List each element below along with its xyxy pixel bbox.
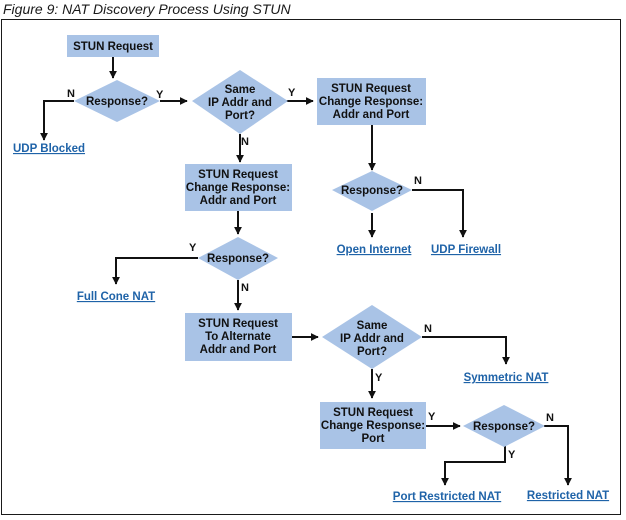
node-text: Response? [86,96,148,108]
node-text: Port? [357,346,387,358]
label-change-port-yes: Y [428,411,436,423]
node-response-3: Response? [198,237,278,280]
node-text: Addr and Port [200,195,277,207]
node-text: Same [357,320,388,332]
result-udp-blocked[interactable]: UDP Blocked [13,143,85,155]
node-text: Change Response: [186,182,290,194]
node-text: STUN Request [198,318,278,330]
label-response4-yes: Y [508,449,516,461]
result-full-cone-nat[interactable]: Full Cone NAT [77,291,155,303]
node-text: Addr and Port [200,344,277,356]
figure-caption: Figure 9: NAT Discovery Process Using ST… [3,1,291,17]
node-text: Change Response: [319,96,423,108]
label-sameip2-yes: Y [375,372,383,384]
outcomes: UDP Blocked Open Internet UDP Firewall F… [13,143,609,503]
label-sameip1-no: N [241,136,249,148]
node-text: STUN Request [333,407,413,419]
node-response-4: Response? [463,405,545,447]
node-text: Response? [473,421,535,433]
label-sameip2-no: N [424,323,432,335]
node-text: Port [362,433,385,445]
result-port-restricted-nat[interactable]: Port Restricted NAT [393,491,501,503]
label-response2-no: N [414,175,422,187]
result-restricted-nat[interactable]: Restricted NAT [527,490,609,502]
node-text: Change Response: [321,420,425,432]
result-symmetric-nat[interactable]: Symmetric NAT [464,372,549,384]
edge-response3-yes [112,257,198,285]
label-response1-yes: Y [156,89,164,101]
edge-labels: N Y Y N N Y N N Y Y N Y [67,87,554,461]
edge-response2-no [412,189,467,238]
edge-response4-no [544,425,572,486]
edge-response4-yes [441,446,506,486]
node-text: Same [225,84,256,96]
node-text: Addr and Port [333,109,410,121]
node-change-addr-port-mid: STUN Request Change Response: Addr and P… [185,164,292,211]
edge-response1-no [40,100,74,141]
node-text: Response? [207,253,269,265]
connectors [40,57,572,486]
label-response4-no: N [546,412,554,424]
label-sameip1-yes: Y [288,87,296,99]
node-stun-request: STUN Request [67,35,159,57]
node-response-2: Response? [332,171,412,211]
node-text: STUN Request [73,41,153,53]
label-response3-no: N [241,282,249,294]
diagram-frame [1,19,621,515]
node-text: Response? [341,185,403,197]
node-same-ip-1: Same IP Addr and Port? [192,70,288,134]
result-udp-firewall[interactable]: UDP Firewall [431,244,501,256]
node-text: IP Addr and [208,97,272,109]
node-text: IP Addr and [340,333,404,345]
node-same-ip-2: Same IP Addr and Port? [322,305,422,369]
label-response3-yes: Y [189,242,197,254]
node-change-addr-port-top: STUN Request Change Response: Addr and P… [317,78,426,125]
label-response1-no: N [67,88,75,100]
node-response-1: Response? [74,80,160,122]
edge-sameip2-no [422,336,510,365]
node-text: To Alternate [205,331,271,343]
node-text: STUN Request [331,83,411,95]
result-open-internet[interactable]: Open Internet [337,244,412,256]
node-text: STUN Request [198,169,278,181]
node-alternate: STUN Request To Alternate Addr and Port [185,313,292,361]
node-change-port: STUN Request Change Response: Port [320,402,426,449]
node-text: Port? [225,110,255,122]
